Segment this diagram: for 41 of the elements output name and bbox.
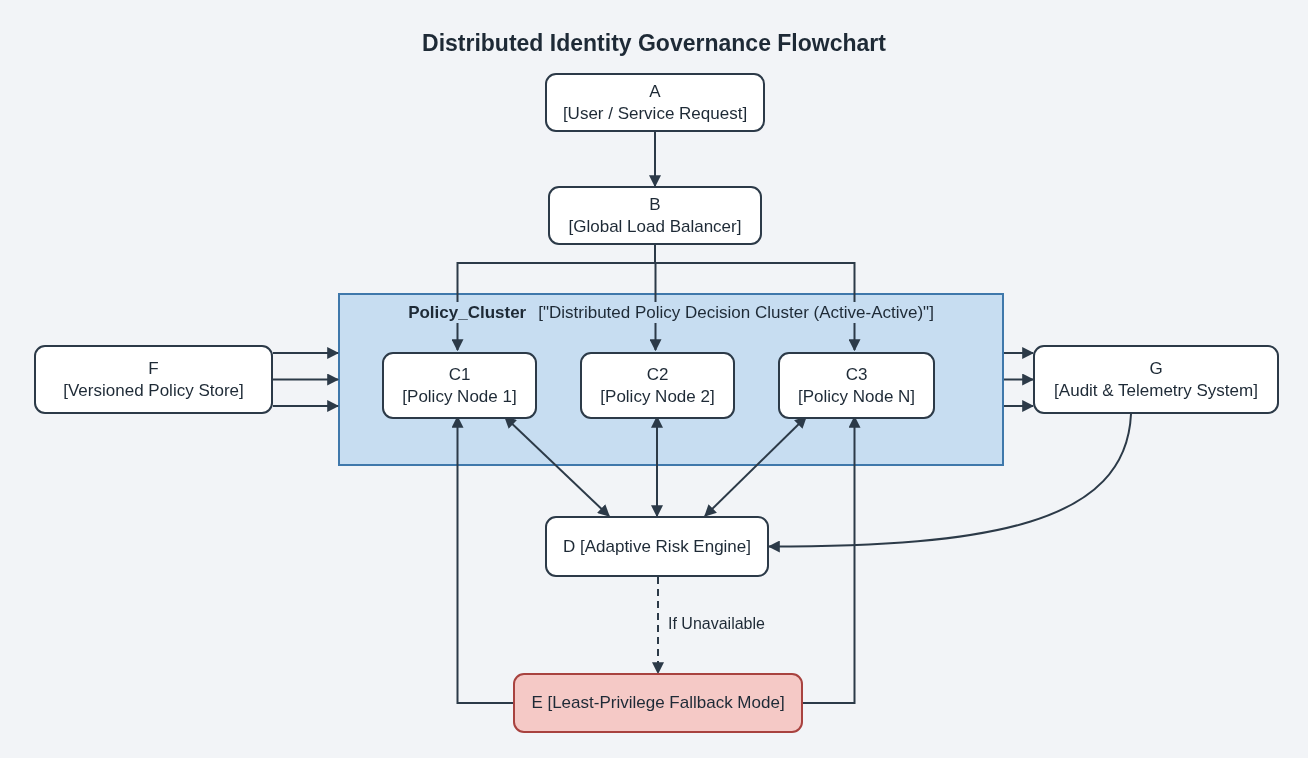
arrow — [504, 416, 610, 517]
diagram-title: Distributed Identity Governance Flowchart — [421, 30, 887, 57]
node-id: A — [649, 81, 661, 103]
cluster-region — [338, 293, 1004, 466]
arrow — [767, 413, 1132, 553]
arrow — [272, 400, 340, 412]
node-label: [Versioned Policy Store] — [63, 379, 244, 401]
node-id: C3 — [845, 364, 868, 386]
node-id: B — [649, 194, 661, 216]
process-box — [1033, 345, 1279, 414]
cluster-title: ["Distributed Policy Decision Cluster (Active-Active)"] — [536, 302, 936, 324]
cluster-name: Policy_Cluster — [406, 302, 529, 324]
fallback-box — [513, 673, 803, 733]
arrow — [1003, 373, 1035, 386]
process-box — [545, 73, 765, 132]
node-label: [Policy Node 1] — [402, 385, 517, 407]
arrow — [704, 416, 807, 517]
node-label: D [Adaptive Risk Engine] — [562, 535, 751, 558]
node-id: F — [148, 358, 159, 380]
process-box — [548, 186, 762, 245]
process-box — [545, 516, 769, 577]
node-label: [Policy Node 2] — [600, 385, 715, 407]
node-label: [Policy Node N] — [797, 385, 916, 407]
process-box — [778, 352, 935, 419]
node-label: [Audit & Telemetry System] — [1054, 379, 1258, 401]
node-label: [User / Service Request] — [562, 102, 748, 124]
arrow — [654, 244, 861, 352]
node-id: C2 — [646, 364, 669, 386]
node-id: C1 — [448, 364, 471, 386]
node-id: G — [1149, 358, 1163, 380]
node-label: E [Least-Privilege Fallback Mode] — [531, 692, 785, 714]
arrow — [1003, 347, 1035, 359]
arrow — [652, 576, 664, 675]
process-box — [580, 352, 735, 419]
arrow — [1003, 400, 1035, 412]
arrow — [272, 373, 340, 386]
process-box — [382, 352, 537, 419]
node-label: [Global Load Balancer] — [568, 215, 742, 237]
arrow — [272, 347, 340, 359]
process-box — [34, 345, 273, 414]
arrow — [649, 131, 661, 188]
